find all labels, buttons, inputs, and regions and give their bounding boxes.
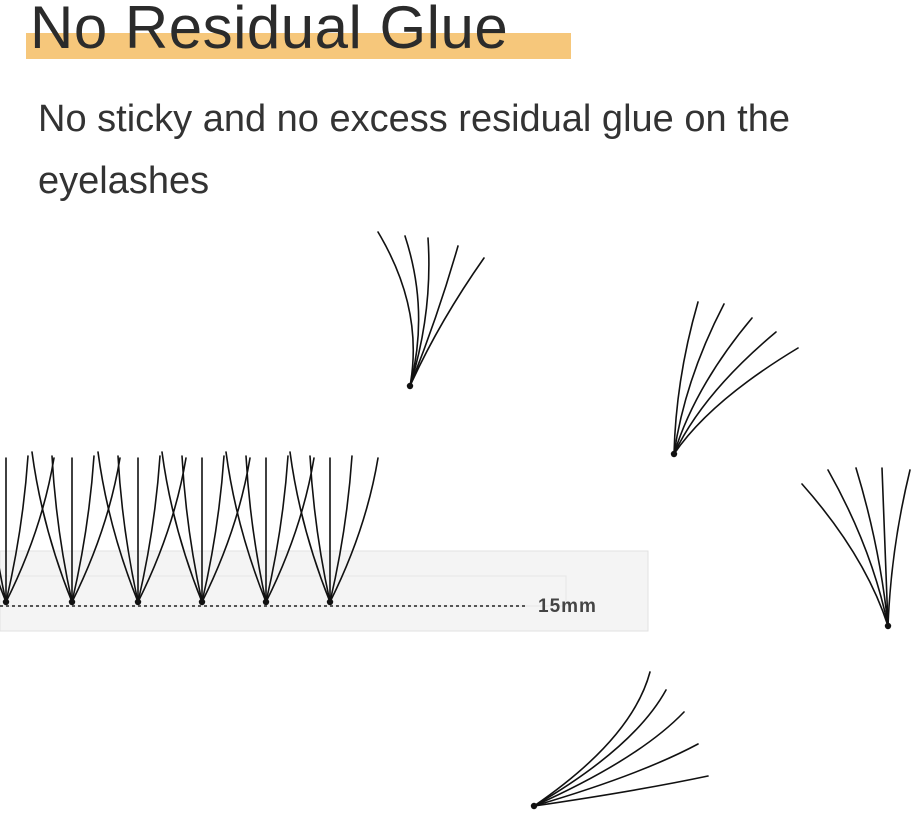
- lash-strand: [225, 451, 267, 603]
- strip-background: [0, 550, 649, 632]
- page-title: No Residual Glue: [30, 0, 509, 61]
- lash-strand: [533, 689, 667, 807]
- lash-strip: 15mm: [0, 550, 649, 632]
- lash-strand: [329, 455, 353, 603]
- lash-root: [326, 598, 334, 606]
- lash-strand: [827, 469, 889, 627]
- lash-strand: [673, 303, 725, 455]
- lash-strand: [673, 331, 777, 455]
- lash-strand: [181, 455, 203, 603]
- lash-strand: [855, 467, 889, 627]
- lash-strand: [409, 245, 459, 387]
- ruler-label: 15mm: [538, 596, 597, 617]
- lash-strand: [245, 455, 267, 603]
- lash-strand: [881, 467, 889, 627]
- lash-root: [670, 450, 678, 458]
- lash-strand: [673, 347, 799, 455]
- lash-strand: [533, 775, 709, 807]
- lash-root: [530, 802, 538, 810]
- loose-lash-fan-bottom: [530, 671, 709, 810]
- lash-strand: [137, 455, 161, 603]
- lash-strand: [533, 671, 651, 807]
- lash-strand: [329, 457, 379, 603]
- lash-root: [262, 598, 270, 606]
- lash-strand: [673, 301, 699, 455]
- lash-strand: [265, 455, 289, 603]
- strip-lash-fan: [289, 451, 379, 606]
- headline-highlight-bar: [26, 33, 571, 59]
- lash-strand: [377, 231, 415, 387]
- lash-strand: [409, 257, 485, 387]
- lash-strand: [31, 451, 73, 603]
- lash-strand: [801, 483, 889, 627]
- loose-lash-fan-right-top: [670, 301, 799, 458]
- loose-lash-fans: [377, 231, 911, 810]
- lash-strand: [289, 451, 331, 603]
- lash-strand: [0, 567, 7, 603]
- lash-strand: [533, 711, 685, 807]
- lash-strand: [887, 469, 911, 627]
- lash-strand: [409, 237, 430, 387]
- lash-strand: [533, 743, 699, 807]
- strip-lash-fan: [31, 451, 121, 606]
- lash-strand: [5, 457, 55, 603]
- lash-strand: [5, 455, 29, 603]
- lash-strand: [71, 457, 121, 603]
- loose-lash-fan-right: [801, 467, 911, 630]
- lash-strand: [309, 455, 331, 603]
- lash-root: [134, 598, 142, 606]
- lash-strand: [51, 455, 73, 603]
- lash-strand: [161, 451, 203, 603]
- lash-root: [884, 622, 892, 630]
- lash-root: [198, 598, 206, 606]
- lash-root: [68, 598, 76, 606]
- lash-root: [406, 382, 414, 390]
- lash-strand: [97, 451, 139, 603]
- loose-lash-fan-top: [377, 231, 485, 390]
- lash-strand: [201, 455, 225, 603]
- lash-strand: [404, 235, 420, 387]
- lash-strand: [71, 455, 95, 603]
- strip-lash-fan: [225, 451, 315, 606]
- headline-block: No Residual Glue: [26, 0, 571, 62]
- description-text: No sticky and no excess residual glue on…: [38, 98, 790, 202]
- strip-lash-fans: [0, 451, 379, 606]
- strip-lash-fan: [0, 455, 55, 606]
- lash-strand: [117, 455, 139, 603]
- lash-root: [2, 598, 10, 606]
- lash-strand: [673, 317, 753, 455]
